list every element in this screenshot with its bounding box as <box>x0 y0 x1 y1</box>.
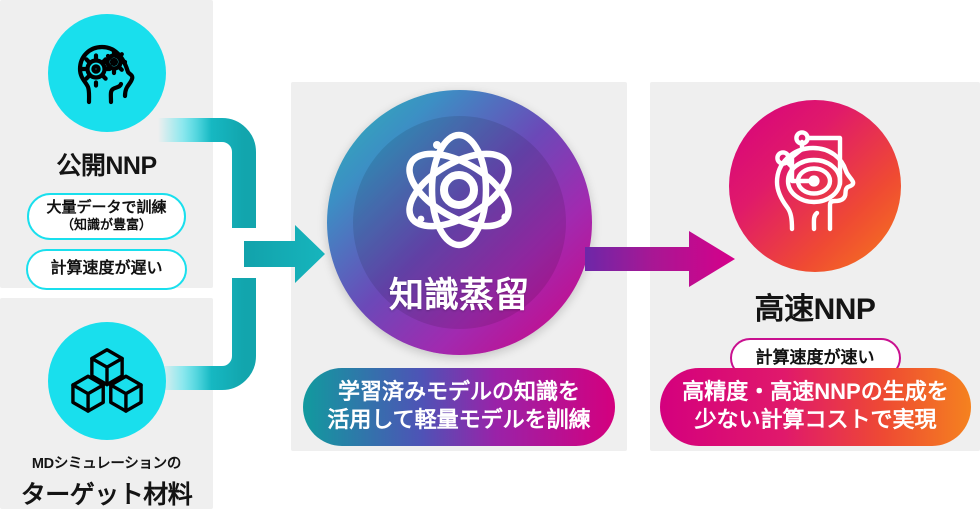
merge-arrow-icon <box>150 118 325 403</box>
node-public-nnp: 公開NNP 大量データで訓練 （知識が豊富） 計算速度が遅い <box>0 14 213 291</box>
badge-large-data-sub: （知識が豊富） <box>60 216 152 232</box>
head-circuit-icon-circle <box>729 100 901 272</box>
head-gears-icon-circle <box>47 14 166 132</box>
md-target-title: ターゲット材料 <box>20 481 193 509</box>
caption-fast-nnp-line1: 高精度・高速NNPの生成を <box>682 379 949 404</box>
cubes-icon-circle <box>47 322 166 440</box>
right-arrow-icon <box>585 228 735 290</box>
caption-fast-nnp: 高精度・高速NNPの生成を 少ない計算コストで実現 <box>660 368 971 447</box>
caption-distillation-line1: 学習済みモデルの知識を <box>337 379 580 404</box>
node-knowledge-distillation: 知識蒸留 <box>291 90 627 355</box>
atom-icon <box>406 131 512 248</box>
fast-nnp-title: 高速NNP <box>754 293 876 326</box>
public-nnp-title: 公開NNP <box>56 152 157 180</box>
badge-large-data: 大量データで訓練 （知識が豊富） <box>27 193 186 241</box>
cubes-icon <box>70 348 143 413</box>
caption-distillation-line2: 活用して軽量モデルを訓練 <box>327 407 591 433</box>
caption-fast-nnp-line2: 少ない計算コストで実現 <box>694 407 937 433</box>
head-gears-icon <box>77 44 134 105</box>
badge-large-data-main: 大量データで訓練 <box>46 199 167 216</box>
distillation-label: 知識蒸留 <box>388 275 529 315</box>
atom-icon-wrap <box>390 122 528 263</box>
node-md-target: MDシミュレーションの ターゲット材料 <box>0 322 213 511</box>
badge-slow-speed: 計算速度が遅い <box>26 249 187 291</box>
caption-distillation: 学習済みモデルの知識を 活用して軽量モデルを訓練 <box>303 368 615 447</box>
distillation-circle: 知識蒸留 <box>326 90 592 355</box>
node-fast-nnp: 高速NNP 計算速度が速い <box>650 100 980 379</box>
head-circuit-icon <box>774 130 856 232</box>
badge-fast-speed: 計算速度が速い <box>729 338 901 379</box>
md-target-subtitle: MDシミュレーションの <box>31 456 182 472</box>
